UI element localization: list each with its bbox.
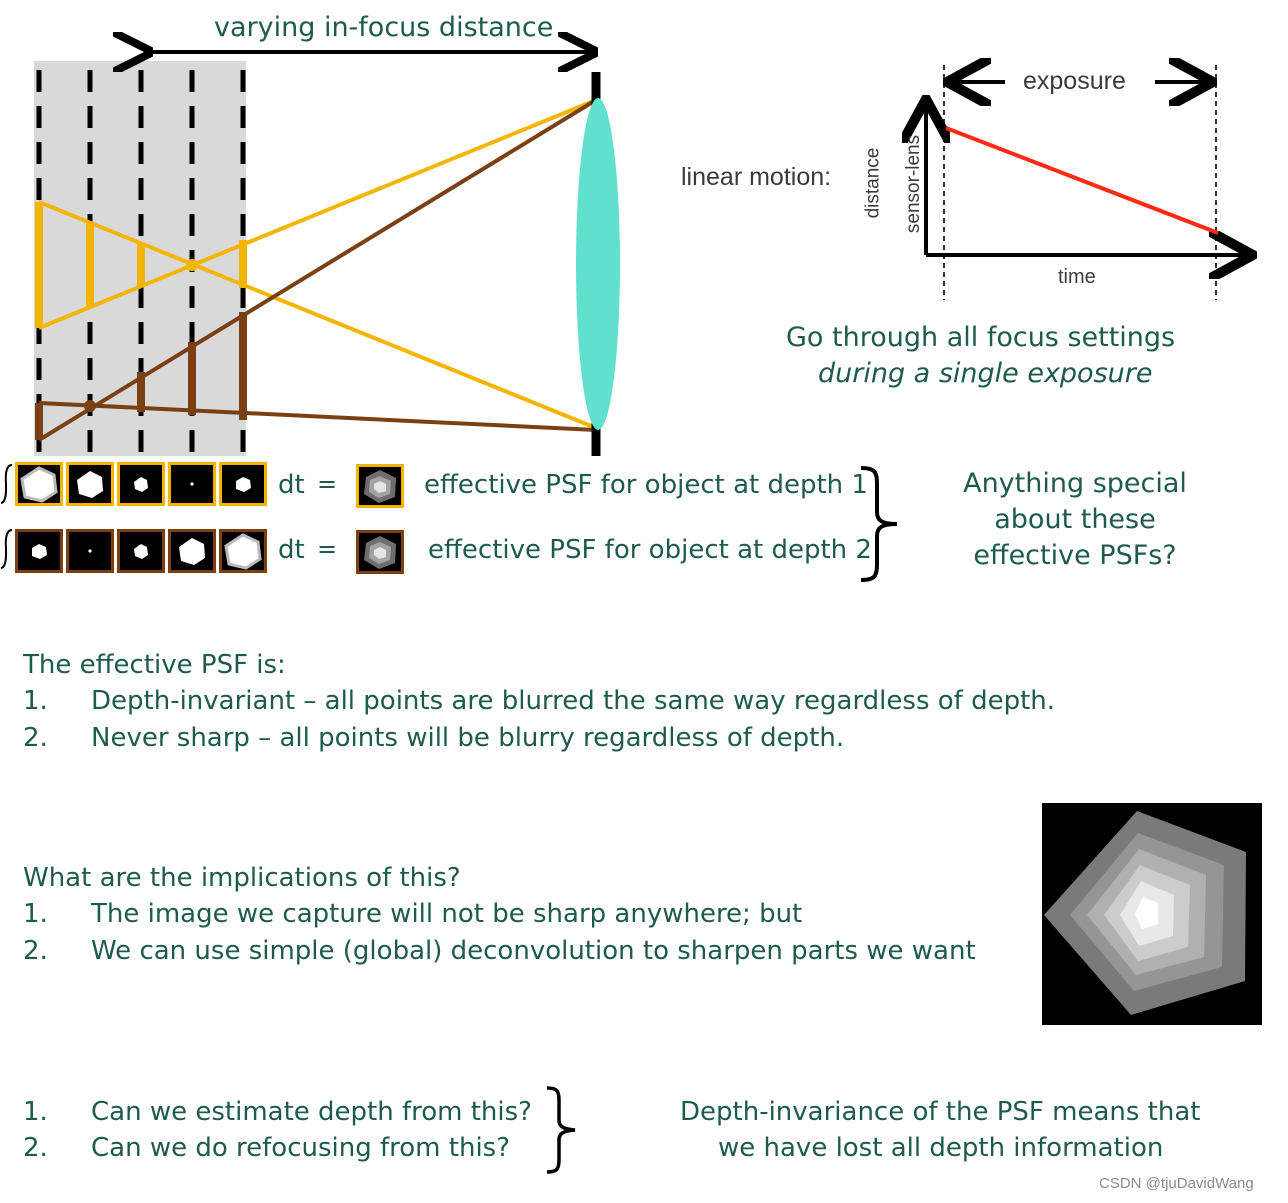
list-number: 1. [23,686,48,716]
psf-shape [77,471,103,498]
equals-sign: = [317,470,338,498]
go-through-line2: during a single exposure [818,358,1153,389]
dt-label: dt [278,535,305,565]
psf-shape [134,477,148,492]
answer-line1: Depth-invariance of the PSF means that [680,1097,1201,1127]
effective-psf-item-1: 1. Depth-invariant – all points are blurr… [23,686,1055,716]
implications-item-1: 1. The image we capture will not be sharp… [23,899,802,929]
list-number: 2. [23,1133,48,1163]
brown-focus-point [84,400,96,412]
y-axis-label-line1: distance [862,147,884,219]
psf-shape [236,477,251,492]
y-axis-label-line2: sensor-lens [903,134,925,234]
effective-psf-thumb [356,530,404,574]
list-number: 1. [23,899,48,929]
linear-motion-label: linear motion: [681,163,832,191]
psf-frame [168,529,216,573]
question-item-1: 1. Can we estimate depth from this? [23,1097,532,1127]
effective-psf-item-2: 2. Never sharp – all points will be blurr… [23,723,844,753]
watermark: CSDN @tjuDavidWang [1099,1175,1254,1192]
list-number: 2. [23,936,48,966]
effective-psf-shape [364,470,396,503]
psf-frame [15,529,63,573]
psf-frame [66,462,114,506]
psf-frame [15,462,63,506]
effective-psf-heading: The effective PSF is: [23,650,286,680]
yellow-focus-point [186,259,198,271]
brown-rays [37,98,598,442]
yellow-rays [38,98,597,430]
large-effective-psf-image [1042,803,1262,1025]
psf-frame [168,462,216,506]
optics-diagram [34,0,620,456]
effective-psf-thumb [356,464,404,508]
special-question-line1: Anything special [963,468,1187,499]
equals-sign: = [317,535,338,563]
curly-brace-right [860,466,898,582]
special-question-line3: effective PSFs? [973,540,1177,571]
motion-line [945,126,1219,235]
psf-frame [117,529,165,573]
implications-heading: What are the implications of this? [23,863,461,893]
curly-brace-right [546,1086,576,1174]
question-item-2: 2. Can we do refocusing from this? [23,1133,510,1163]
psf-shape [20,466,58,503]
implications-item-2: 2. We can use simple (global) deconvoluti… [23,936,976,966]
list-text: Can we do refocusing from this? [91,1133,511,1163]
psf-shape [134,544,148,559]
list-text: Depth-invariant – all points are blurred… [91,686,1056,716]
list-text: We can use simple (global) deconvolution… [91,936,976,966]
psf-shape [32,544,47,559]
list-text: Can we estimate depth from this? [91,1097,532,1127]
psf-frame [66,529,114,573]
psf-shape [179,538,205,565]
motion-graph [850,55,1270,300]
top-label: varying in-focus distance [214,12,554,43]
answer-line2: we have lost all depth information [718,1133,1164,1163]
lens [576,98,620,430]
list-number: 1. [23,1097,48,1127]
special-question-line2: about these [994,504,1156,535]
psf-frame [117,462,165,506]
brown-blur-bars [35,312,247,440]
yellow-blur-bars [35,202,247,328]
psf-frame [219,462,267,506]
effective-psf-shape [364,536,396,569]
psf-frame [219,529,267,573]
list-number: 2. [23,723,48,753]
integral-sign-1 [0,464,13,504]
y-axis-label: distance sensor-lens [860,128,924,243]
dt-label: dt [278,470,305,500]
psf-shape [190,482,194,486]
x-axis-label: time [1058,266,1096,288]
go-through-line1: Go through all focus settings [786,322,1176,353]
list-text: Never sharp – all points will be blurry … [91,723,845,753]
integral-sign-2 [0,529,13,569]
exposure-label: exposure [1023,67,1126,95]
psf-row-1-label: effective PSF for object at depth 1 [424,470,868,500]
psf-shape [88,549,92,553]
psf-row-2-label: effective PSF for object at depth 2 [428,535,872,565]
list-text: The image we capture will not be sharp a… [91,899,803,929]
psf-shape [224,533,262,570]
special-question: Anything special about these effective P… [960,466,1190,574]
